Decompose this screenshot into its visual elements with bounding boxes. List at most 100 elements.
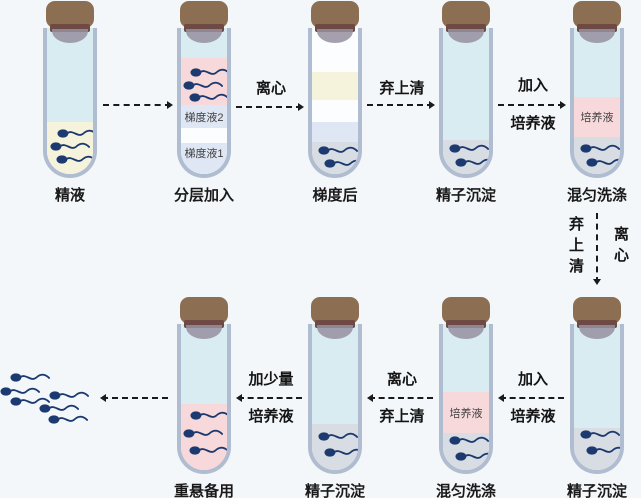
tube-after-gradient: 梯度后 (308, 0, 362, 205)
flow-arrow-left (236, 394, 302, 402)
sperm-icon (318, 144, 358, 157)
step-label-add-small-amount: 加少量 (248, 371, 294, 388)
sperm-icon (449, 142, 489, 155)
cork-stopper (311, 1, 359, 28)
tube-sperm-pellet: 精子沉淀 (436, 0, 496, 205)
sperm-icon (49, 389, 89, 402)
flow-arrow-down (593, 213, 601, 285)
cork-stopper (186, 325, 222, 339)
sperm-icon (580, 428, 620, 441)
cork-stopper (446, 24, 486, 32)
sperm-icon (183, 79, 223, 92)
sperm-icon (50, 140, 90, 153)
flow-arrow-left (498, 394, 564, 402)
band-label-medium: 培养液 (449, 407, 483, 420)
cork-stopper (577, 320, 617, 328)
sperm-icon (318, 430, 358, 443)
band-label-gradient2: 梯度液2 (184, 111, 224, 124)
flow-arrow-left (100, 394, 168, 402)
cork-stopper (577, 24, 617, 32)
step-label-add: 加入 (517, 371, 548, 388)
sperm-icon (586, 156, 620, 169)
sperm-icon (189, 91, 227, 104)
tube-caption: 精子沉淀 (566, 483, 627, 498)
test-tube (177, 324, 231, 474)
tube-caption: 混匀洗涤 (566, 187, 627, 204)
tube-caption: 梯度后 (312, 187, 358, 204)
step-label-centrifuge-vertical: 离心 (612, 226, 629, 268)
band-label-gradient1: 梯度液1 (184, 148, 224, 160)
cork-stopper (317, 29, 353, 43)
cork-stopper (579, 325, 615, 339)
cork-stopper (573, 297, 621, 324)
cork-stopper (448, 29, 484, 43)
cork-stopper (180, 297, 228, 324)
cork-stopper (573, 1, 621, 28)
cork-stopper (186, 29, 222, 43)
sperm-icon (48, 413, 88, 426)
sperm-icon (449, 434, 489, 447)
test-tube (43, 28, 97, 178)
flow-arrow-right (367, 101, 435, 109)
sperm-icon (57, 127, 93, 140)
sperm-icon (190, 66, 227, 79)
sperm-icon (56, 153, 93, 166)
step-label-medium: 培养液 (510, 408, 556, 425)
cork-stopper (50, 24, 90, 32)
sperm-icon (580, 142, 620, 155)
tube-semen: 精液 (43, 0, 97, 205)
tube-caption: 精子沉淀 (435, 187, 496, 204)
tube-caption: 分层加入 (173, 187, 234, 204)
step-label-discard-supernatant: 弃上清 (379, 408, 425, 425)
sperm-icon (189, 444, 227, 457)
cork-stopper (311, 297, 359, 324)
test-tube (308, 324, 362, 474)
sperm-icon (455, 156, 489, 169)
flow-arrow-right (236, 103, 304, 111)
sperm-icon (10, 395, 50, 408)
tube-sperm-pellet-3: 精子沉淀 (567, 296, 627, 498)
step-label-centrifuge: 离心 (255, 80, 286, 97)
test-tube: 培养液 (439, 324, 493, 474)
cork-stopper (315, 320, 355, 328)
sperm-icon (455, 450, 489, 463)
sperm-icon (324, 157, 358, 170)
cork-stopper (184, 320, 224, 328)
sperm-icon (10, 371, 50, 384)
sperm-icon (39, 402, 79, 415)
cork-stopper (442, 1, 490, 28)
sperm-icon (324, 446, 358, 459)
sperm-icon (190, 409, 227, 422)
test-tube (570, 324, 624, 474)
cork-stopper (448, 325, 484, 339)
cork-stopper (52, 29, 88, 43)
step-label-discard-supernatant: 弃上清 (379, 80, 425, 97)
step-label-centrifuge: 离心 (386, 371, 417, 388)
test-tube (308, 28, 362, 178)
cork-stopper (184, 24, 224, 32)
cork-stopper (180, 1, 228, 28)
tube-resuspend: 重悬备用 (174, 296, 234, 498)
band-label-medium: 培养液 (580, 112, 614, 124)
test-tube (439, 28, 493, 178)
cork-stopper (315, 24, 355, 32)
cork-stopper (317, 325, 353, 339)
flow-arrow-right (103, 101, 173, 109)
test-tube: 培养液 (570, 28, 624, 178)
step-label-medium: 培养液 (248, 408, 294, 425)
flow-arrow-left (367, 394, 433, 402)
tube-caption: 精液 (54, 187, 85, 204)
cork-stopper (579, 29, 615, 43)
tube-mix-wash: 培养液 混匀洗涤 (567, 0, 627, 205)
tube-layered-addition: 梯度液2 梯度液1 分层加入 (174, 0, 234, 205)
step-label-medium: 培养液 (510, 115, 556, 132)
tube-caption: 重悬备用 (173, 483, 234, 498)
tube-caption: 混匀洗涤 (435, 483, 496, 498)
tube-sperm-pellet-2: 精子沉淀 (305, 296, 365, 498)
cork-stopper (446, 320, 486, 328)
tube-mix-wash-2: 培养液 混匀洗涤 (436, 296, 496, 498)
sperm-icon (586, 444, 620, 457)
cork-stopper (46, 1, 94, 28)
tube-caption: 精子沉淀 (304, 483, 365, 498)
